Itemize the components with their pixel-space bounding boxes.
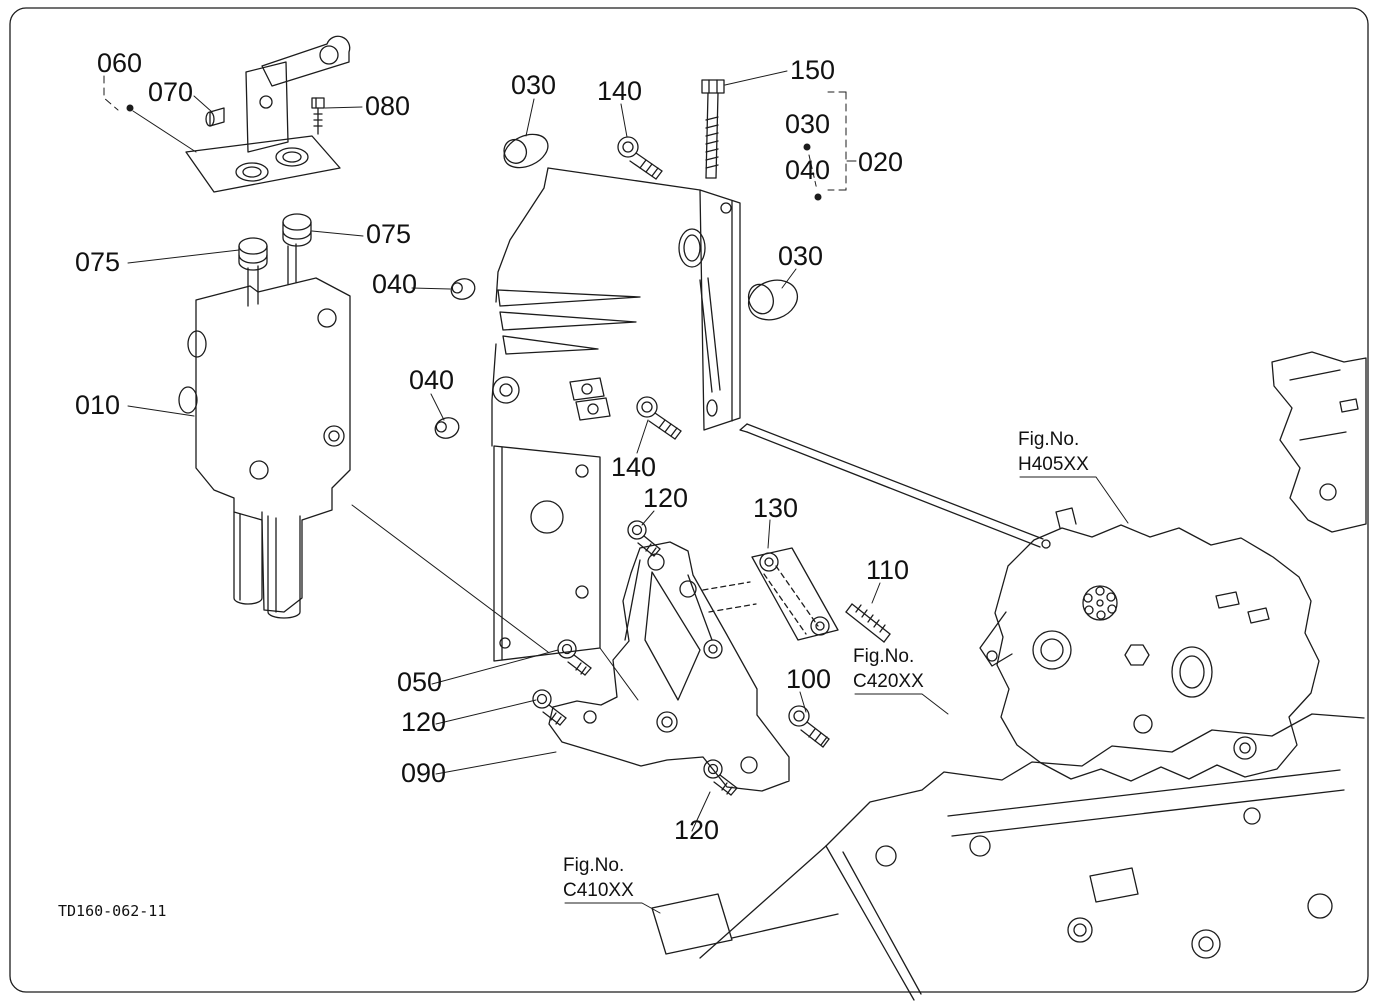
figref-c420-title[interactable]: Fig.No. xyxy=(853,646,914,667)
callout-075-right[interactable]: 075 xyxy=(366,219,411,249)
callout-040-mid[interactable]: 040 xyxy=(372,269,417,299)
callout-150[interactable]: 150 xyxy=(790,55,835,85)
mounting-bracket-drawing xyxy=(434,79,799,701)
callout-070[interactable]: 070 xyxy=(148,77,193,107)
leader-lines xyxy=(103,70,1129,914)
callout-110[interactable]: 110 xyxy=(866,555,909,585)
drawing-code: TD160-062-11 xyxy=(58,902,166,920)
callout-050[interactable]: 050 xyxy=(397,667,442,697)
callout-090[interactable]: 090 xyxy=(401,758,446,788)
page-frame xyxy=(9,7,1369,993)
control-valve-assembly-drawing xyxy=(178,35,549,653)
callout-040-group[interactable]: 040 xyxy=(785,155,830,185)
hydraulic-block-drawing xyxy=(739,351,1367,782)
figref-h405-title[interactable]: Fig.No. xyxy=(1018,429,1079,450)
figref-h405-code[interactable]: H405XX xyxy=(1018,454,1089,475)
figref-c420-code[interactable]: C420XX xyxy=(853,671,924,692)
transmission-case-drawing xyxy=(651,713,1365,1001)
callout-030-group[interactable]: 030 xyxy=(785,109,830,139)
callout-075-left[interactable]: 075 xyxy=(75,247,120,277)
figref-c410-code[interactable]: C410XX xyxy=(563,880,634,901)
callout-120-top[interactable]: 120 xyxy=(643,483,688,513)
callout-120-bottom[interactable]: 120 xyxy=(674,815,719,845)
callout-040-lower[interactable]: 040 xyxy=(409,365,454,395)
callout-010[interactable]: 010 xyxy=(75,390,120,420)
labels: 060 070 080 030 140 150 030 040 020 075 … xyxy=(58,48,1089,920)
callout-030-top[interactable]: 030 xyxy=(511,70,556,100)
callout-020[interactable]: 020 xyxy=(858,147,903,177)
callout-100[interactable]: 100 xyxy=(786,664,831,694)
callout-120-left[interactable]: 120 xyxy=(401,707,446,737)
callout-060[interactable]: 060 xyxy=(97,48,142,78)
lower-bracket-drawing xyxy=(532,520,891,796)
callout-130[interactable]: 130 xyxy=(753,493,798,523)
callout-140-top[interactable]: 140 xyxy=(597,76,642,106)
callout-030-bushing[interactable]: 030 xyxy=(778,241,823,271)
callout-080[interactable]: 080 xyxy=(365,91,410,121)
figref-c410-title[interactable]: Fig.No. xyxy=(563,855,624,876)
callout-140-mid[interactable]: 140 xyxy=(611,452,656,482)
